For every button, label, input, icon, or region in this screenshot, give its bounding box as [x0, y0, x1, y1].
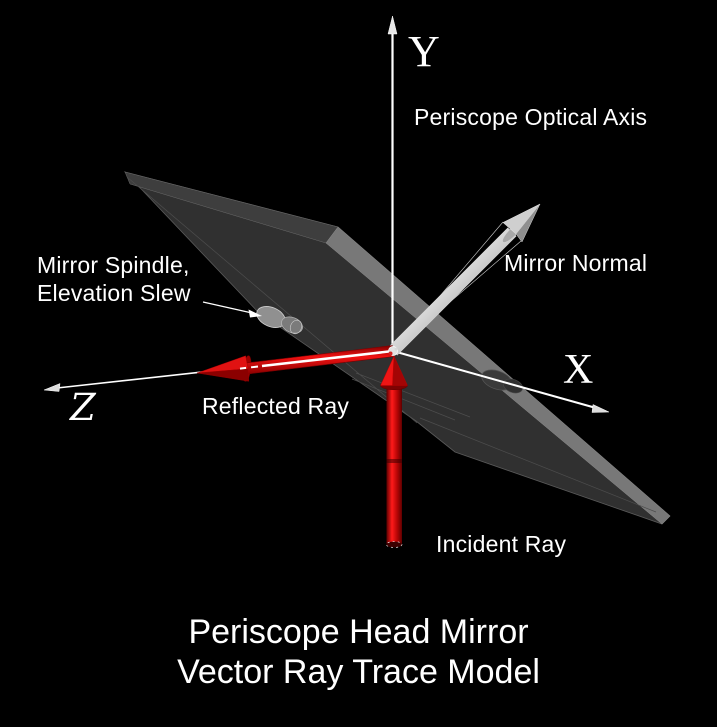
x-axis-line [392, 350, 597, 409]
y-axis [387, 15, 398, 351]
reflected-ray-cone-bottom [196, 368, 250, 382]
origin-vertex [388, 346, 398, 356]
diagram-title-line2: Vector Ray Trace Model [177, 653, 540, 691]
incident-ray-label: Incident Ray [436, 531, 567, 557]
reflected-ray-label: Reflected Ray [202, 393, 350, 419]
incident-ray-arrow [380, 355, 408, 548]
reflected-ray-centerline-dashes [239, 365, 259, 370]
mirror-spindle-label: Mirror Spindle, Elevation Slew [37, 251, 191, 307]
mirror-spindle-label-line2: Elevation Slew [37, 280, 191, 306]
y-axis-label: Y [408, 27, 440, 76]
reflected-ray-centerline [261, 349, 394, 368]
incident-ray-cone-right [392, 355, 408, 386]
reflected-ray-arrow [196, 345, 394, 382]
incident-ray-shaft-joint [386, 459, 402, 463]
x-axis-arrowhead [591, 404, 610, 413]
mirror-normal-arrow [388, 203, 541, 356]
incident-ray-shaft [386, 383, 402, 545]
x-axis-label: X [563, 347, 594, 393]
x-axis [392, 350, 610, 413]
normal-arrow-cone-bottom [515, 203, 541, 243]
diagram-title-line1: Periscope Head Mirror [188, 613, 529, 651]
diagram-title: Periscope Head Mirror Vector Ray Trace M… [0, 612, 717, 692]
spindle-right [481, 369, 523, 394]
mirror-normal-label: Mirror Normal [504, 250, 648, 276]
z-axis-arrowhead [43, 383, 61, 392]
spindle-leader-arrow [202, 301, 262, 318]
spindle-left [256, 306, 303, 335]
mirror-spindle-label-line1: Mirror Spindle, [37, 252, 190, 278]
periscope-optical-axis-label: Periscope Optical Axis [414, 104, 648, 130]
z-axis-label: Z [70, 386, 96, 429]
y-axis-arrowhead [387, 15, 398, 35]
incident-ray-end-cap [386, 541, 403, 548]
mirror-wireframe-lines [126, 176, 657, 513]
